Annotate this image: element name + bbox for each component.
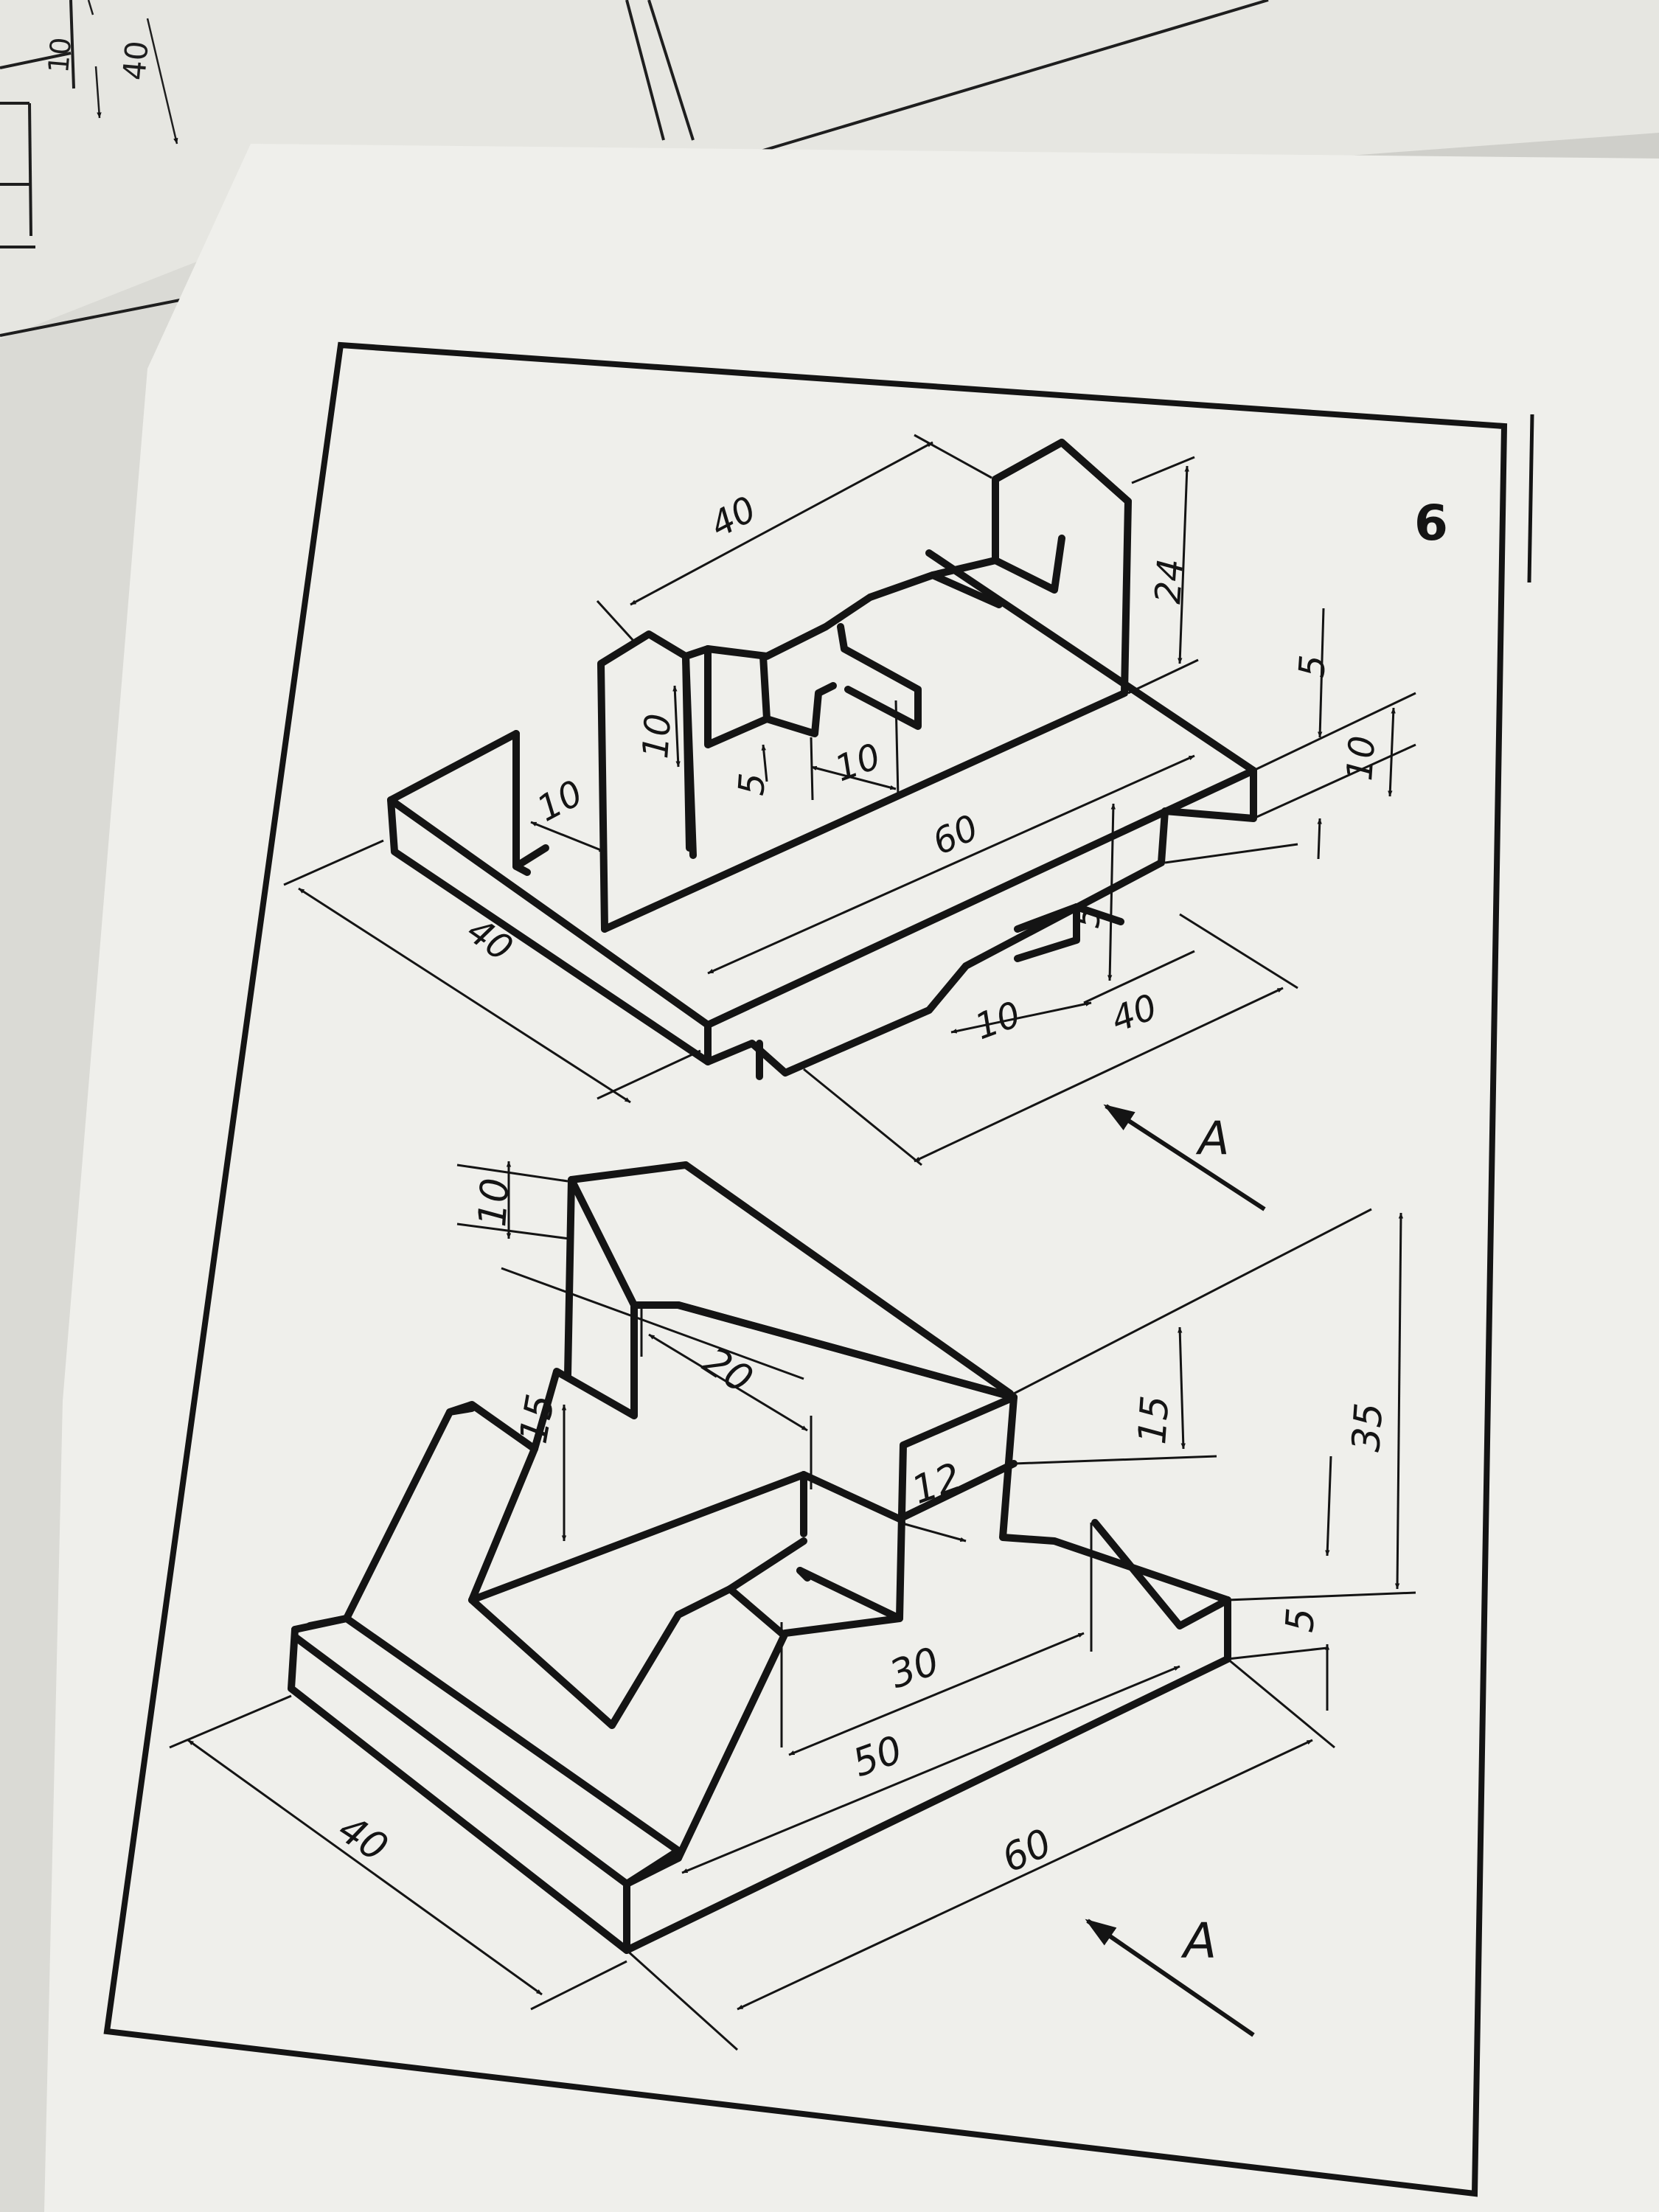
part-top-view-arrow: A xyxy=(1103,1104,1266,1211)
part-bottom-dim-lines xyxy=(169,1161,1416,2051)
bottom-view-label: A xyxy=(1180,1913,1217,1969)
bottom-dim-plate-5: 5 xyxy=(1278,1607,1324,1634)
bottom-dim-top-10: 10 xyxy=(470,1177,518,1228)
bottom-dim-step-15: 15 xyxy=(1130,1394,1178,1446)
bottom-dim-slot-15: 15 xyxy=(512,1391,564,1447)
top-dim-rib-10: 10 xyxy=(635,712,679,760)
bottom-dim-height-35: 35 xyxy=(1344,1402,1391,1453)
top-dim-height-10: 10 xyxy=(1339,734,1383,782)
background-dim-10: 10 xyxy=(42,36,77,74)
page-number: 6 xyxy=(1414,495,1448,552)
top-view-label: A xyxy=(1195,1111,1229,1165)
top-dim-slot-5: 5 xyxy=(731,771,773,796)
right-margin-mark xyxy=(1527,414,1534,583)
main-sheet: 6 xyxy=(44,144,1659,2212)
part-bottom-view-arrow: A xyxy=(1085,1913,1255,2037)
frame-border xyxy=(103,341,1508,2197)
top-dim-height-24: 24 xyxy=(1147,557,1192,605)
part-top-dim-lines xyxy=(283,434,1416,1166)
background-dim-40: 40 xyxy=(116,39,155,82)
top-dim-step-5: 5 xyxy=(1291,653,1334,678)
top-dim-groove-5: 5 xyxy=(1066,904,1109,929)
